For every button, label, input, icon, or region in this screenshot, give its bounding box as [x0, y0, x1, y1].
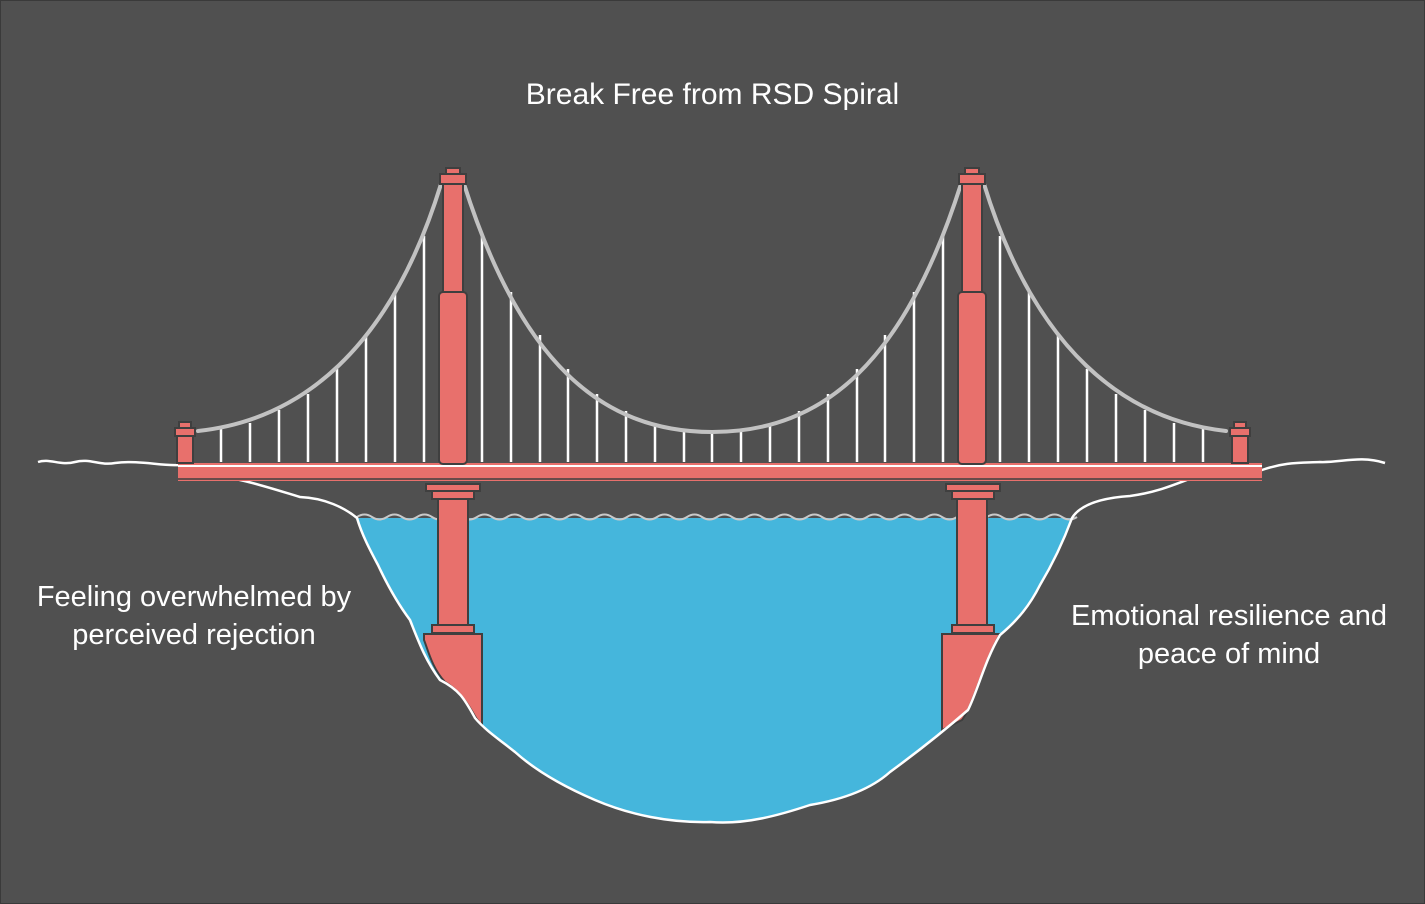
- main-cables: [196, 182, 1228, 435]
- right-tower: [957, 167, 987, 465]
- right-bank-label: Emotional resilience and peace of mind: [1071, 600, 1387, 670]
- left-anchor-post: [174, 421, 196, 464]
- river-water: [357, 518, 1072, 823]
- left-tower: [438, 167, 468, 465]
- right-tower-pier: [941, 483, 1002, 732]
- diagram-title: Break Free from RSD Spiral: [525, 78, 900, 111]
- bridge-deck: [178, 463, 1262, 481]
- left-bank-label: Feeling overwhelmed by perceived rejecti…: [36, 581, 352, 651]
- suspender-cables: [219, 236, 1205, 462]
- right-anchor-post: [1229, 421, 1251, 464]
